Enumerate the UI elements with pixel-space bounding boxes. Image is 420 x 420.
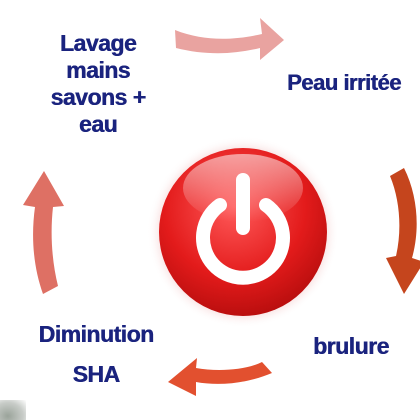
step-label-lavage: Lavage mains savons + eau [28,30,168,138]
arrow-left-icon [168,358,272,396]
arrow-up-icon [23,171,64,294]
step-label-brulure: brulure [313,333,389,360]
power-button [147,136,339,328]
step-label-diminution-sha: Diminution SHA [16,314,176,394]
step-label-peau-irritee: Peau irritée [287,70,401,96]
arrow-right-icon [175,18,284,60]
background-smudge [0,400,26,420]
arrow-down-icon [386,168,420,294]
